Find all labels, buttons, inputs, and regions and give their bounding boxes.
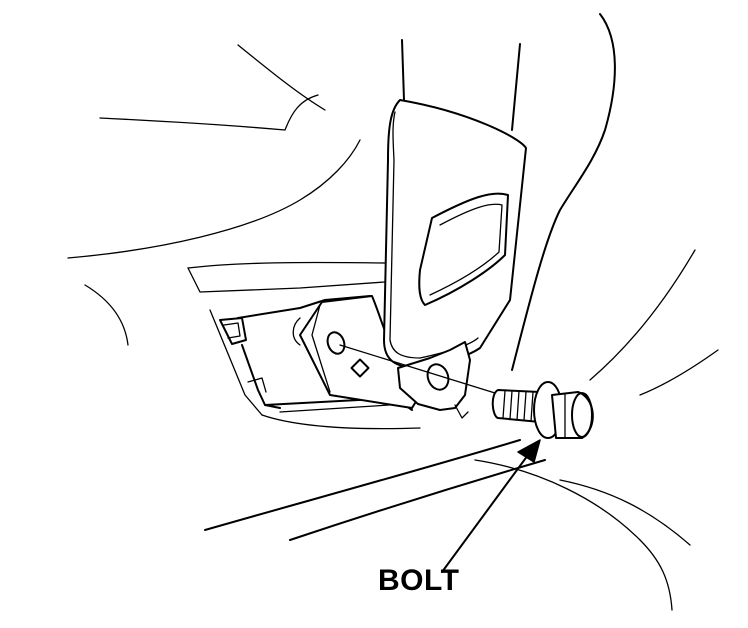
bolt-callout-arrow xyxy=(441,439,541,573)
interior-contours xyxy=(67,44,421,430)
alignment-guide-line xyxy=(339,344,496,394)
bolt-label: BOLT xyxy=(378,564,460,597)
flange-bolt xyxy=(491,381,594,439)
belt-anchor-tongue xyxy=(383,99,527,369)
side-panel-contours xyxy=(204,13,719,611)
anchor-hinge-tab xyxy=(397,341,471,419)
seat-belt-webbing xyxy=(401,39,521,131)
